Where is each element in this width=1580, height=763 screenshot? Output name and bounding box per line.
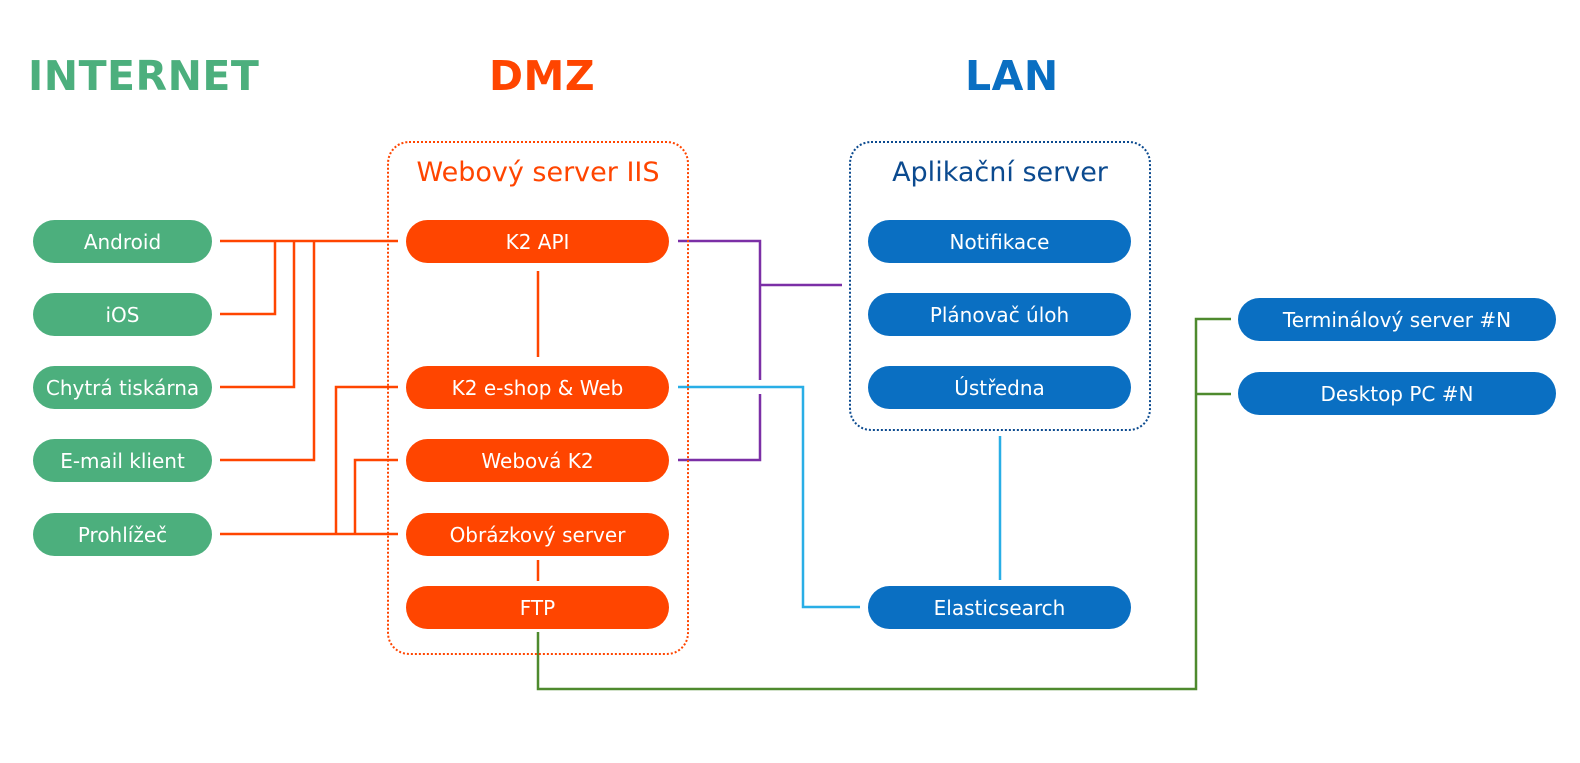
client-smart-printer: Chytrá tiskárna: [33, 366, 212, 409]
dmz-web-k2-label: Webová K2: [481, 448, 594, 473]
link-printer-k2api: [220, 241, 296, 389]
client-android-label: Android: [83, 229, 162, 254]
client-ios: iOS: [33, 293, 212, 336]
lan-terminal-server-label: Terminálový server #N: [1282, 307, 1512, 332]
client-browser-label: Prohlížeč: [77, 522, 168, 547]
search-links: [678, 385, 1002, 609]
client-email-label: E-mail klient: [60, 448, 185, 473]
application-server-title: Aplikační server: [892, 157, 1108, 188]
link-email-k2api: [220, 241, 316, 462]
zone-title-lan: LAN: [965, 52, 1059, 100]
lan-desktop-pc-label: Desktop PC #N: [1320, 381, 1474, 406]
dmz-ftp-label: FTP: [519, 595, 556, 620]
client-android: Android: [33, 220, 212, 263]
web-server-iis-group: [387, 141, 689, 655]
app-notifications-label: Notifikace: [949, 229, 1050, 254]
api-links: [678, 239, 842, 462]
internet-links: [220, 239, 540, 581]
dmz-k2-api: K2 API: [406, 220, 669, 263]
ftp-links: [536, 317, 1231, 691]
dmz-ftp: FTP: [406, 586, 669, 629]
lan-elasticsearch: Elasticsearch: [868, 586, 1131, 629]
app-notifications: Notifikace: [868, 220, 1131, 263]
link-browser-webk2: [353, 458, 398, 534]
client-email: E-mail klient: [33, 439, 212, 482]
client-browser: Prohlížeč: [33, 513, 212, 556]
application-server-group: [849, 141, 1151, 431]
dmz-k2-api-label: K2 API: [505, 229, 570, 254]
link-browser-eshop: [334, 385, 398, 534]
client-smart-printer-label: Chytrá tiskárna: [45, 375, 200, 400]
zone-title-dmz: DMZ: [489, 52, 596, 100]
dmz-image-server: Obrázkový server: [406, 513, 669, 556]
dmz-web-k2: Webová K2: [406, 439, 669, 482]
app-switchboard-label: Ústředna: [954, 375, 1045, 400]
lan-elasticsearch-label: Elasticsearch: [933, 595, 1066, 620]
link-k2api-appserver: [678, 239, 762, 380]
link-ftp-terminal: [536, 317, 1231, 691]
dmz-k2-eshop-web: K2 e-shop & Web: [406, 366, 669, 409]
link-ios-k2api: [220, 241, 277, 316]
app-switchboard: Ústředna: [868, 366, 1131, 409]
zone-title-internet: INTERNET: [28, 52, 260, 100]
web-server-iis-title: Webový server IIS: [416, 157, 660, 188]
lan-desktop-pc: Desktop PC #N: [1238, 372, 1556, 415]
client-ios-label: iOS: [105, 302, 140, 327]
app-task-scheduler: Plánovač úloh: [868, 293, 1131, 336]
lan-terminal-server: Terminálový server #N: [1238, 298, 1556, 341]
dmz-image-server-label: Obrázkový server: [449, 522, 626, 547]
app-task-scheduler-label: Plánovač úloh: [929, 302, 1070, 327]
link-webk2-appserver: [678, 394, 762, 462]
link-eshop-elasticsearch: [678, 385, 860, 609]
dmz-k2-eshop-web-label: K2 e-shop & Web: [451, 375, 624, 400]
